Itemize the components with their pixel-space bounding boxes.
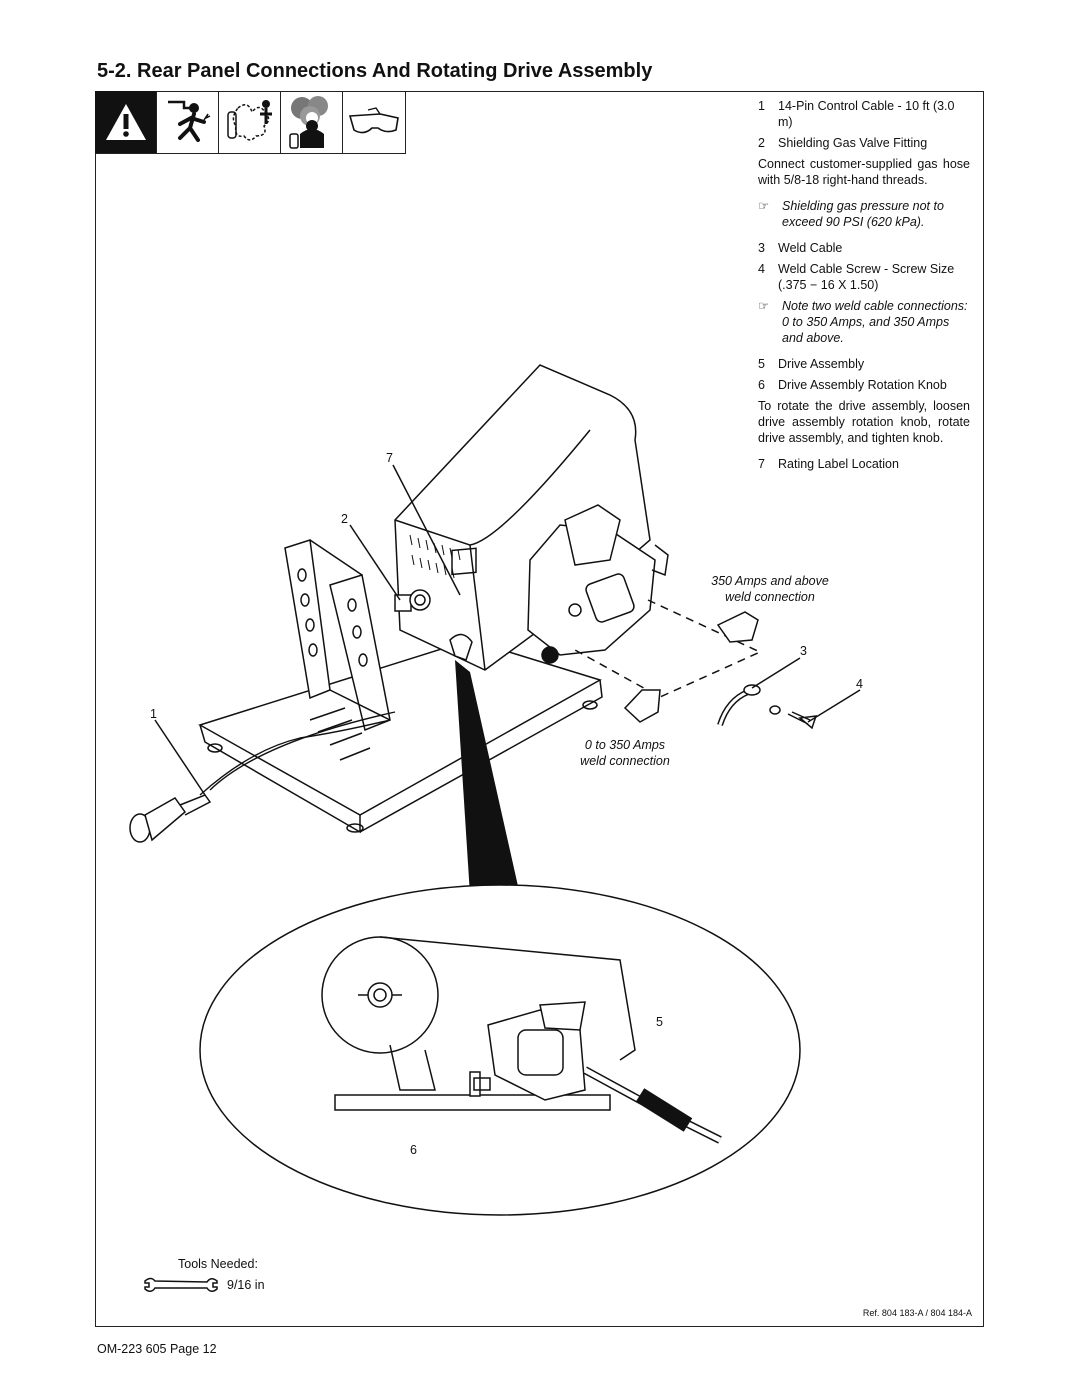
legend-number: 1 [758, 99, 765, 113]
wrench-row: 9/16 in [143, 1276, 265, 1294]
leader-3 [751, 657, 801, 689]
breathing-hazard-icon [281, 91, 343, 153]
magnification-wedge [455, 660, 520, 895]
section-title: 5-2. Rear Panel Connections And Rotating… [97, 60, 653, 82]
weld-connection-outline [574, 599, 762, 698]
caption-0-to-350-amps: 0 to 350 Amps weld connection [545, 737, 705, 769]
legend-column: 1 14-Pin Control Cable - 10 ft (3.0 m) 2… [758, 98, 970, 477]
figure-panel [95, 91, 984, 1327]
rotate-paragraph: To rotate the drive assembly, loosen dri… [758, 399, 970, 445]
weld-cable [717, 689, 750, 726]
pointing-hand-note-icon: ☞ [758, 299, 770, 313]
legend-item-2: 2 Shielding Gas Valve Fitting [758, 135, 970, 151]
electric-shock-icon [157, 91, 219, 153]
callout-6: 6 [410, 1143, 417, 1157]
control-cable-connector [129, 794, 212, 843]
legend-text: Rating Label Location [778, 457, 899, 471]
legend-text: Weld Cable Screw - Screw Size (.375 − 16… [778, 262, 955, 292]
leader-7 [392, 464, 461, 596]
callout-2: 2 [341, 512, 348, 526]
hazard-icon-strip [95, 91, 406, 154]
detail-spool [321, 936, 636, 1091]
wrench-size: 9/16 in [227, 1278, 265, 1292]
gas-hose-paragraph: Connect customer-supplied gas hose with … [758, 157, 970, 187]
pointing-hand-note-icon: ☞ [758, 199, 770, 213]
weld-cable-screw [787, 711, 818, 730]
legend-item-5: 5 Drive Assembly [758, 356, 970, 372]
caption-line: 350 Amps and above [711, 574, 829, 588]
wrench-icon [144, 1277, 218, 1292]
rating-label-location [451, 547, 477, 576]
detail-base [334, 1094, 611, 1111]
bracket-holes [297, 568, 368, 667]
legend-item-6: 6 Drive Assembly Rotation Knob [758, 377, 970, 393]
callout-1: 1 [150, 707, 157, 721]
washer [769, 705, 781, 715]
pointing-hand-upper-icon [716, 611, 759, 643]
detail-rotation-knob [469, 1071, 491, 1097]
detail-welding-gun-cable [583, 1066, 722, 1144]
legend-number: 7 [758, 457, 765, 471]
control-cable-line [199, 719, 391, 796]
leader-4 [807, 689, 861, 723]
weld-cable-lug [743, 684, 761, 696]
callout-5: 5 [656, 1015, 663, 1029]
base-plate [198, 639, 602, 816]
tools-needed-label: Tools Needed: [178, 1257, 258, 1271]
caption-line: weld connection [725, 590, 815, 604]
legend-text: Weld Cable [778, 241, 843, 255]
legend-number: 4 [758, 262, 765, 276]
detail-drive-assembly [487, 1001, 586, 1101]
page-footer: OM-223 605 Page 12 [97, 1342, 217, 1356]
caption-line: 0 to 350 Amps [584, 738, 666, 752]
legend-item-1: 1 14-Pin Control Cable - 10 ft (3.0 m) [758, 98, 970, 130]
legend-number: 5 [758, 357, 765, 371]
leader-2 [349, 524, 401, 601]
fumes-gases-icon [219, 91, 281, 153]
drive-assembly [527, 504, 669, 664]
legend-number: 2 [758, 136, 765, 150]
gas-valve-fitting [394, 589, 431, 612]
caption-line: weld connection [580, 754, 670, 768]
legend-number: 6 [758, 378, 765, 392]
callout-7: 7 [386, 451, 393, 465]
leader-1 [154, 719, 206, 796]
legend-text: Drive Assembly Rotation Knob [778, 378, 947, 392]
legend-text: Drive Assembly [778, 357, 865, 371]
caption-350-amps: 350 Amps and above weld connection [690, 573, 850, 605]
legend-text: Shielding Gas Valve Fitting [778, 136, 928, 150]
note-text: Note two weld cable connections: 0 to 35… [782, 299, 968, 345]
callout-3: 3 [800, 644, 807, 658]
note-weld-connections: ☞ Note two weld cable connections: 0 to … [758, 298, 970, 346]
callout-4: 4 [856, 677, 863, 691]
warning-triangle-icon [95, 91, 157, 153]
legend-number: 3 [758, 241, 765, 255]
legend-item-4: 4 Weld Cable Screw - Screw Size (.375 − … [758, 261, 970, 293]
reference-number: Ref. 804 183-A / 804 184-A [862, 1308, 972, 1318]
note-text: Shielding gas pressure not to exceed 90 … [782, 199, 944, 229]
spool-bracket [284, 539, 331, 700]
legend-item-7: 7 Rating Label Location [758, 456, 970, 472]
rotation-knob [449, 633, 473, 661]
pointing-hand-lower-icon [623, 689, 661, 723]
note-gas-pressure: ☞ Shielding gas pressure not to exceed 9… [758, 198, 970, 230]
legend-text: 14-Pin Control Cable - 10 ft (3.0 m) [778, 99, 955, 129]
legend-item-3: 3 Weld Cable [758, 240, 970, 256]
safety-glasses-icon [343, 91, 405, 153]
